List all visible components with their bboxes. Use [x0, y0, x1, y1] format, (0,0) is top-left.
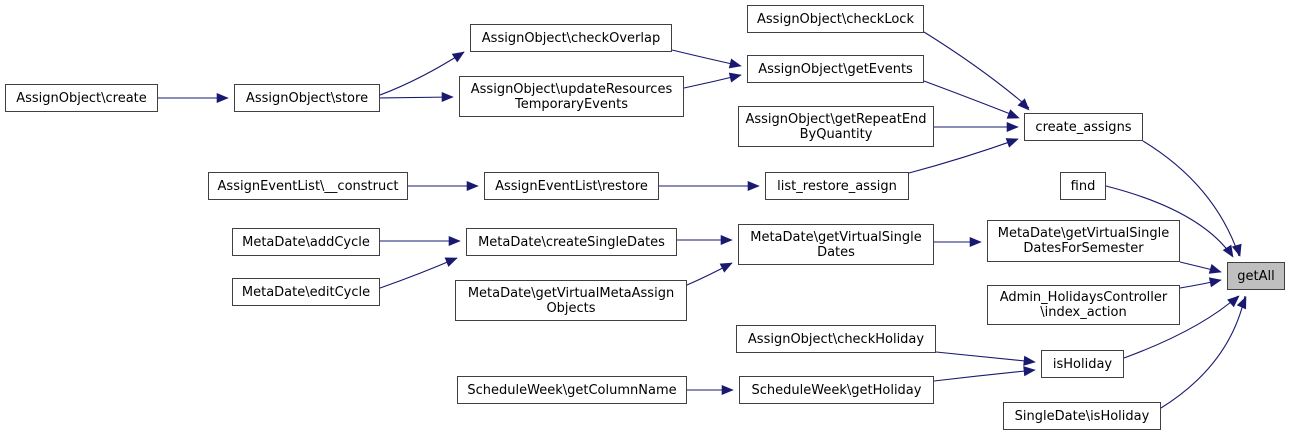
node-assignobject_checklock[interactable]: AssignObject\checkLock — [747, 5, 924, 33]
node-getall[interactable]: getAll — [1227, 262, 1285, 290]
arrowhead — [720, 234, 733, 246]
node-metadate_createsingledates[interactable]: MetaDate\createSingleDates — [466, 228, 677, 256]
node-metadate_getvirtualmetaassign[interactable]: MetaDate\getVirtualMetaAssign Objects — [455, 280, 687, 321]
node-label: AssignObject\checkLock — [757, 11, 914, 27]
arrowhead — [1208, 264, 1222, 274]
arrowhead — [1236, 296, 1247, 310]
node-label: MetaDate\getVirtualSingle DatesForSemest… — [997, 226, 1170, 256]
arrowhead — [1005, 138, 1019, 148]
node-label: list_restore_assign — [777, 178, 897, 194]
node-label: MetaDate\getVirtualSingle Dates — [750, 229, 922, 260]
arrowhead — [721, 384, 734, 396]
node-label: find — [1070, 178, 1096, 194]
arrowhead — [1017, 98, 1030, 111]
arrowhead — [448, 235, 461, 247]
node-scheduleweek_getholiday[interactable]: ScheduleWeek\getHoliday — [739, 376, 934, 404]
arrowhead — [1231, 243, 1242, 257]
node-assignobject_getevents[interactable]: AssignObject\getEvents — [747, 55, 924, 83]
node-assignobject_create[interactable]: AssignObject\create — [5, 84, 158, 112]
node-label: AssignObject\getEvents — [758, 61, 913, 77]
node-label: ScheduleWeek\getHoliday — [751, 382, 922, 398]
node-label: SingleDate\isHoliday — [1014, 408, 1150, 424]
arrowhead — [747, 180, 760, 192]
node-label: AssignObject\create — [16, 90, 147, 106]
node-label: AssignObject\checkHoliday — [747, 331, 925, 347]
edge-isholiday-to-getall — [1123, 295, 1239, 359]
edge-assignobject_checklock-to-create_assigns — [923, 31, 1030, 109]
node-metadate_editcycle[interactable]: MetaDate\editCycle — [232, 278, 380, 306]
arrowhead — [1023, 366, 1036, 377]
node-find[interactable]: find — [1060, 172, 1106, 200]
node-assignobject_updateresources[interactable]: AssignObject\updateResources TemporaryEv… — [459, 76, 684, 117]
arrowhead — [1023, 355, 1036, 366]
node-assignobject_store[interactable]: AssignObject\store — [234, 84, 380, 112]
edge-list_restore_assign-to-create_assigns — [908, 138, 1019, 174]
node-label: AssignObject\checkOverlap — [481, 30, 661, 46]
edge-assignobject_getevents-to-create_assigns — [923, 80, 1019, 118]
arrowhead — [466, 180, 479, 192]
edge-assignobject_store-to-assignobject_checkoverlap — [379, 51, 465, 96]
node-admin_holidayscontroller[interactable]: Admin_HolidaysController \index_action — [987, 285, 1180, 325]
node-assignobject_getrepeatend[interactable]: AssignObject\getRepeatEnd ByQuantity — [738, 106, 934, 147]
arrowhead — [1006, 121, 1019, 133]
node-label: AssignEventList\__construct — [217, 178, 399, 194]
arrowhead — [1222, 244, 1234, 258]
node-label: getAll — [1237, 268, 1275, 284]
node-label: Admin_HolidaysController \index_action — [999, 290, 1168, 320]
arrowhead — [728, 58, 742, 69]
edge-create_assigns-to-getall — [1142, 140, 1240, 257]
edge-metadate_editcycle-to-metadate_createsingledates — [379, 257, 458, 289]
node-assigneventlist_restore[interactable]: AssignEventList\restore — [484, 172, 659, 200]
node-singledate_isholiday[interactable]: SingleDate\isHoliday — [1003, 402, 1161, 430]
node-label: AssignEventList\restore — [495, 178, 648, 194]
node-label: MetaDate\editCycle — [241, 284, 371, 300]
node-metadate_getvirtualsingledatesforsemester[interactable]: MetaDate\getVirtualSingle DatesForSemest… — [987, 220, 1180, 262]
node-list_restore_assign[interactable]: list_restore_assign — [765, 172, 909, 200]
node-metadate_getvirtualsingledates[interactable]: MetaDate\getVirtualSingle Dates — [738, 224, 934, 265]
node-assignobject_checkoverlap[interactable]: AssignObject\checkOverlap — [470, 24, 672, 52]
node-label: AssignObject\updateResources TemporaryEv… — [470, 81, 673, 112]
edge-assignobject_store-to-assignobject_updateresources — [379, 96, 454, 99]
node-assignobject_checkholiday[interactable]: AssignObject\checkHoliday — [736, 325, 936, 353]
node-assigneventlist_construct[interactable]: AssignEventList\__construct — [208, 172, 408, 200]
edge-scheduleweek_getholiday-to-isholiday — [933, 369, 1036, 382]
arrowhead — [451, 51, 465, 63]
edge-assignobject_checkholiday-to-isholiday — [935, 351, 1036, 363]
node-label: MetaDate\getVirtualMetaAssign Objects — [467, 285, 675, 316]
edge-find-to-getall — [1105, 185, 1233, 257]
arrowhead — [1006, 109, 1020, 119]
node-metadate_addcycle[interactable]: MetaDate\addCycle — [232, 228, 380, 256]
edge-singledate_isholiday-to-getall — [1160, 295, 1246, 409]
node-label: create_assigns — [1035, 119, 1132, 135]
node-label: isHoliday — [1052, 356, 1113, 372]
node-create_assigns[interactable]: create_assigns — [1024, 113, 1143, 141]
arrowhead — [728, 72, 742, 83]
arrowhead — [216, 92, 229, 104]
node-scheduleweek_getcolumnname[interactable]: ScheduleWeek\getColumnName — [457, 376, 687, 404]
node-label: MetaDate\createSingleDates — [478, 234, 665, 250]
arrowhead — [441, 91, 454, 103]
arrowhead — [1208, 277, 1222, 288]
node-isholiday[interactable]: isHoliday — [1041, 350, 1124, 378]
node-label: ScheduleWeek\getColumnName — [467, 382, 677, 398]
node-label: MetaDate\addCycle — [242, 234, 370, 250]
arrowhead — [969, 236, 982, 248]
arrowhead — [444, 257, 458, 267]
node-label: AssignObject\getRepeatEnd ByQuantity — [745, 111, 927, 142]
arrowhead — [1227, 295, 1240, 308]
arrowhead — [719, 262, 733, 273]
node-label: AssignObject\store — [245, 90, 369, 106]
